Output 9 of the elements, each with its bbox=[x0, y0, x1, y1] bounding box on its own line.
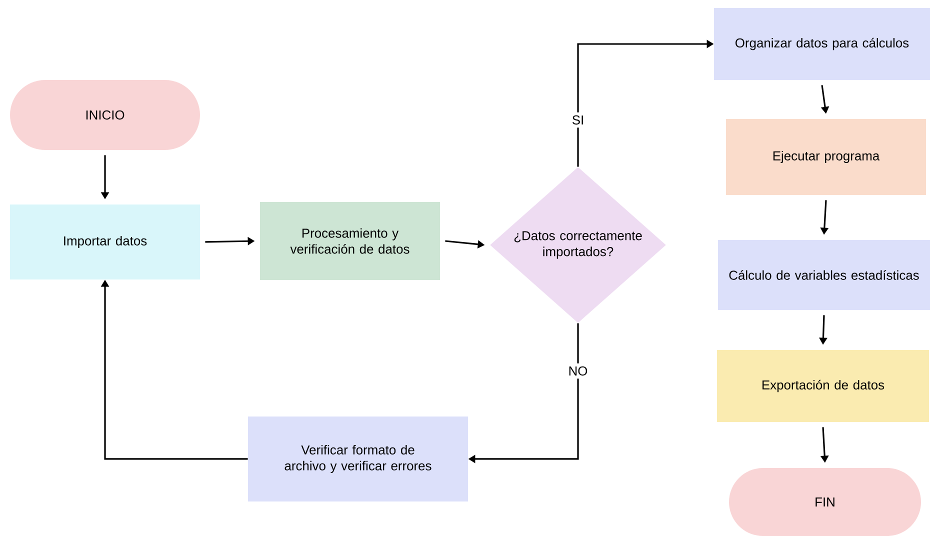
process-box: Verificar formato de archivo y verificar errores bbox=[248, 416, 468, 502]
process-box: Ejecutar programa bbox=[726, 118, 926, 195]
process-box: Procesamiento y verificación de datos bbox=[260, 202, 440, 280]
process-box: Importar datos bbox=[10, 204, 200, 280]
process-box: Exportación de datos bbox=[717, 350, 929, 422]
start-terminal: INICIO bbox=[10, 80, 200, 150]
process-box: Cálculo de variables estadísticas bbox=[718, 240, 930, 310]
process-box: Organizar datos para cálculos bbox=[714, 8, 930, 80]
end-terminal: FIN bbox=[729, 468, 921, 536]
